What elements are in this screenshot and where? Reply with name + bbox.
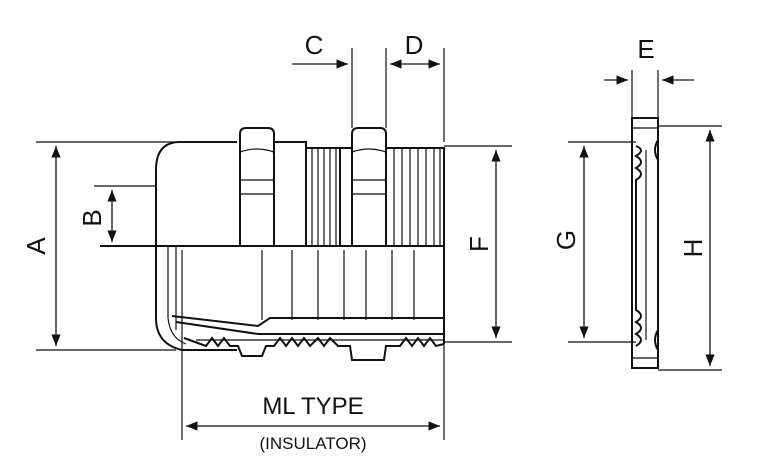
dim-D: D	[385, 30, 445, 142]
dim-C: C	[292, 30, 353, 128]
side-view: A B C D F	[21, 30, 512, 440]
lower-body	[171, 246, 445, 361]
dim-B: B	[77, 185, 156, 242]
label-D: D	[405, 30, 424, 60]
dim-E: E	[604, 34, 694, 118]
label-F: F	[464, 236, 494, 252]
type-subtitle: (INSULATOR)	[259, 434, 366, 453]
hex-nut-1	[239, 127, 275, 246]
dim-H: H	[658, 125, 722, 371]
dim-F: F	[444, 145, 512, 343]
label-A: A	[21, 237, 51, 255]
label-E: E	[637, 34, 654, 64]
dome-cap	[155, 141, 237, 351]
label-H: H	[678, 239, 708, 258]
locknut-view: E G H	[551, 34, 722, 371]
label-G: G	[551, 230, 581, 250]
type-caption: ML TYPE	[262, 393, 363, 420]
dim-A: A	[21, 141, 176, 351]
thread-left	[306, 147, 341, 246]
label-C: C	[305, 30, 324, 60]
thread-right	[386, 147, 445, 246]
collar	[274, 141, 307, 246]
dim-G: G	[551, 141, 636, 343]
hex-nut-2	[340, 127, 387, 246]
label-B: B	[77, 209, 107, 226]
locknut-body	[631, 117, 659, 369]
dim-width	[181, 336, 445, 440]
